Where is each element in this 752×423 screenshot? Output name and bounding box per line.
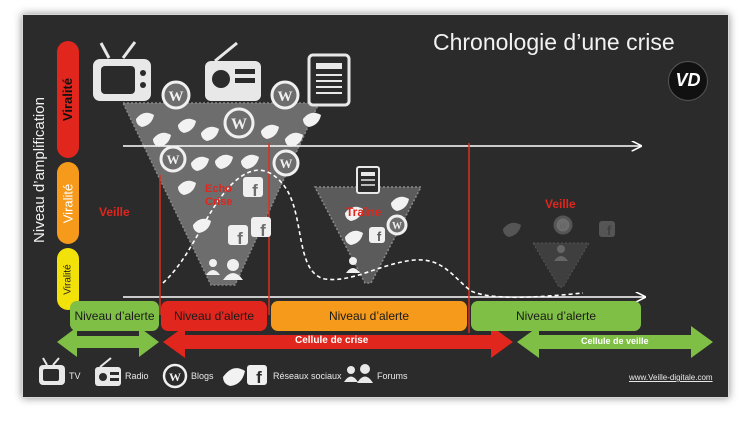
twitter-icons bbox=[136, 112, 521, 245]
page-title: Chronologie d’une crise bbox=[433, 29, 675, 55]
crisis-diagram: W W W W W W W bbox=[39, 41, 713, 389]
legend-tv-icon bbox=[39, 357, 65, 385]
svg-text:W: W bbox=[231, 116, 247, 133]
amplification-curve bbox=[162, 169, 584, 299]
facebook-icons bbox=[228, 177, 615, 245]
alert-level-label: Niveau d’alerte bbox=[515, 309, 597, 323]
logo-text: VD bbox=[675, 70, 701, 90]
traine-label: Traîne bbox=[346, 205, 382, 219]
alert-level-label: Niveau d’alerte bbox=[328, 309, 410, 323]
echo-label: Echo bbox=[205, 183, 232, 195]
infographic-panel: Chronologie d’une crise VD Niveau d’ampl… bbox=[22, 14, 729, 398]
veille-double-arrow-right bbox=[517, 326, 713, 358]
legend-radio-icon bbox=[95, 357, 121, 386]
veille-funnel bbox=[532, 242, 590, 288]
svg-text:W: W bbox=[167, 152, 180, 167]
legend-wordpress-icon: W bbox=[162, 363, 188, 389]
virality-bar-yellow: Viralité bbox=[57, 248, 79, 310]
legend-blogs-label: Blogs bbox=[191, 371, 214, 381]
alert-level-label: Niveau d’alerte bbox=[74, 309, 155, 323]
footer-url-link[interactable]: www.Veille-digitale.com bbox=[629, 373, 713, 382]
cellule-crise-label: Cellule de crise bbox=[295, 335, 369, 346]
svg-text:W: W bbox=[278, 89, 293, 105]
legend-radio-label: Radio bbox=[125, 371, 149, 381]
alert-level-label: Niveau d’alerte bbox=[173, 309, 255, 323]
svg-text:W: W bbox=[169, 370, 181, 384]
newspaper-icon bbox=[307, 53, 351, 107]
legend-tv-label: TV bbox=[69, 371, 81, 381]
svg-text:f: f bbox=[256, 368, 262, 387]
veille-right-label: Veille bbox=[545, 197, 576, 211]
svg-text:f: f bbox=[252, 181, 258, 200]
svg-text:f: f bbox=[237, 229, 243, 248]
forum-icons bbox=[206, 245, 568, 280]
svg-text:W: W bbox=[392, 221, 402, 232]
alert-level-red: Niveau d’alerte bbox=[161, 301, 267, 331]
wordpress-icons bbox=[159, 80, 573, 236]
crise-double-arrow bbox=[163, 326, 513, 358]
alert-level-green-right: Niveau d’alerte bbox=[471, 301, 641, 331]
alert-level-orange: Niveau d’alerte bbox=[271, 301, 467, 331]
svg-text:W: W bbox=[169, 89, 184, 105]
legend-forums-label: Forums bbox=[377, 371, 408, 381]
svg-text:f: f bbox=[377, 229, 382, 244]
crise-label: Crise bbox=[205, 196, 233, 208]
legend-forums-icon bbox=[344, 364, 373, 383]
svg-text:W: W bbox=[559, 221, 568, 231]
tv-icon bbox=[93, 41, 151, 101]
veille-left-label: Veille bbox=[99, 205, 130, 219]
virality-bar-orange: Viralité bbox=[57, 162, 79, 244]
legend-facebook-icon: f bbox=[247, 365, 267, 387]
veille-double-arrow-left bbox=[57, 327, 159, 357]
traine-funnel bbox=[313, 186, 423, 284]
svg-text:f: f bbox=[607, 223, 612, 238]
vd-logo: VD bbox=[668, 61, 708, 101]
legend-social-label: Réseaux sociaux bbox=[273, 371, 342, 381]
radio-icon bbox=[205, 41, 261, 101]
small-newspaper-icon bbox=[356, 166, 380, 194]
svg-text:f: f bbox=[260, 221, 266, 240]
cellule-veille-label: Cellule de veille bbox=[581, 336, 649, 346]
virality-bar-red: Viralité bbox=[57, 41, 79, 158]
legend-twitter-icon bbox=[223, 368, 245, 386]
alert-level-green-left: Niveau d’alerte bbox=[70, 301, 159, 331]
svg-text:W: W bbox=[280, 156, 293, 171]
